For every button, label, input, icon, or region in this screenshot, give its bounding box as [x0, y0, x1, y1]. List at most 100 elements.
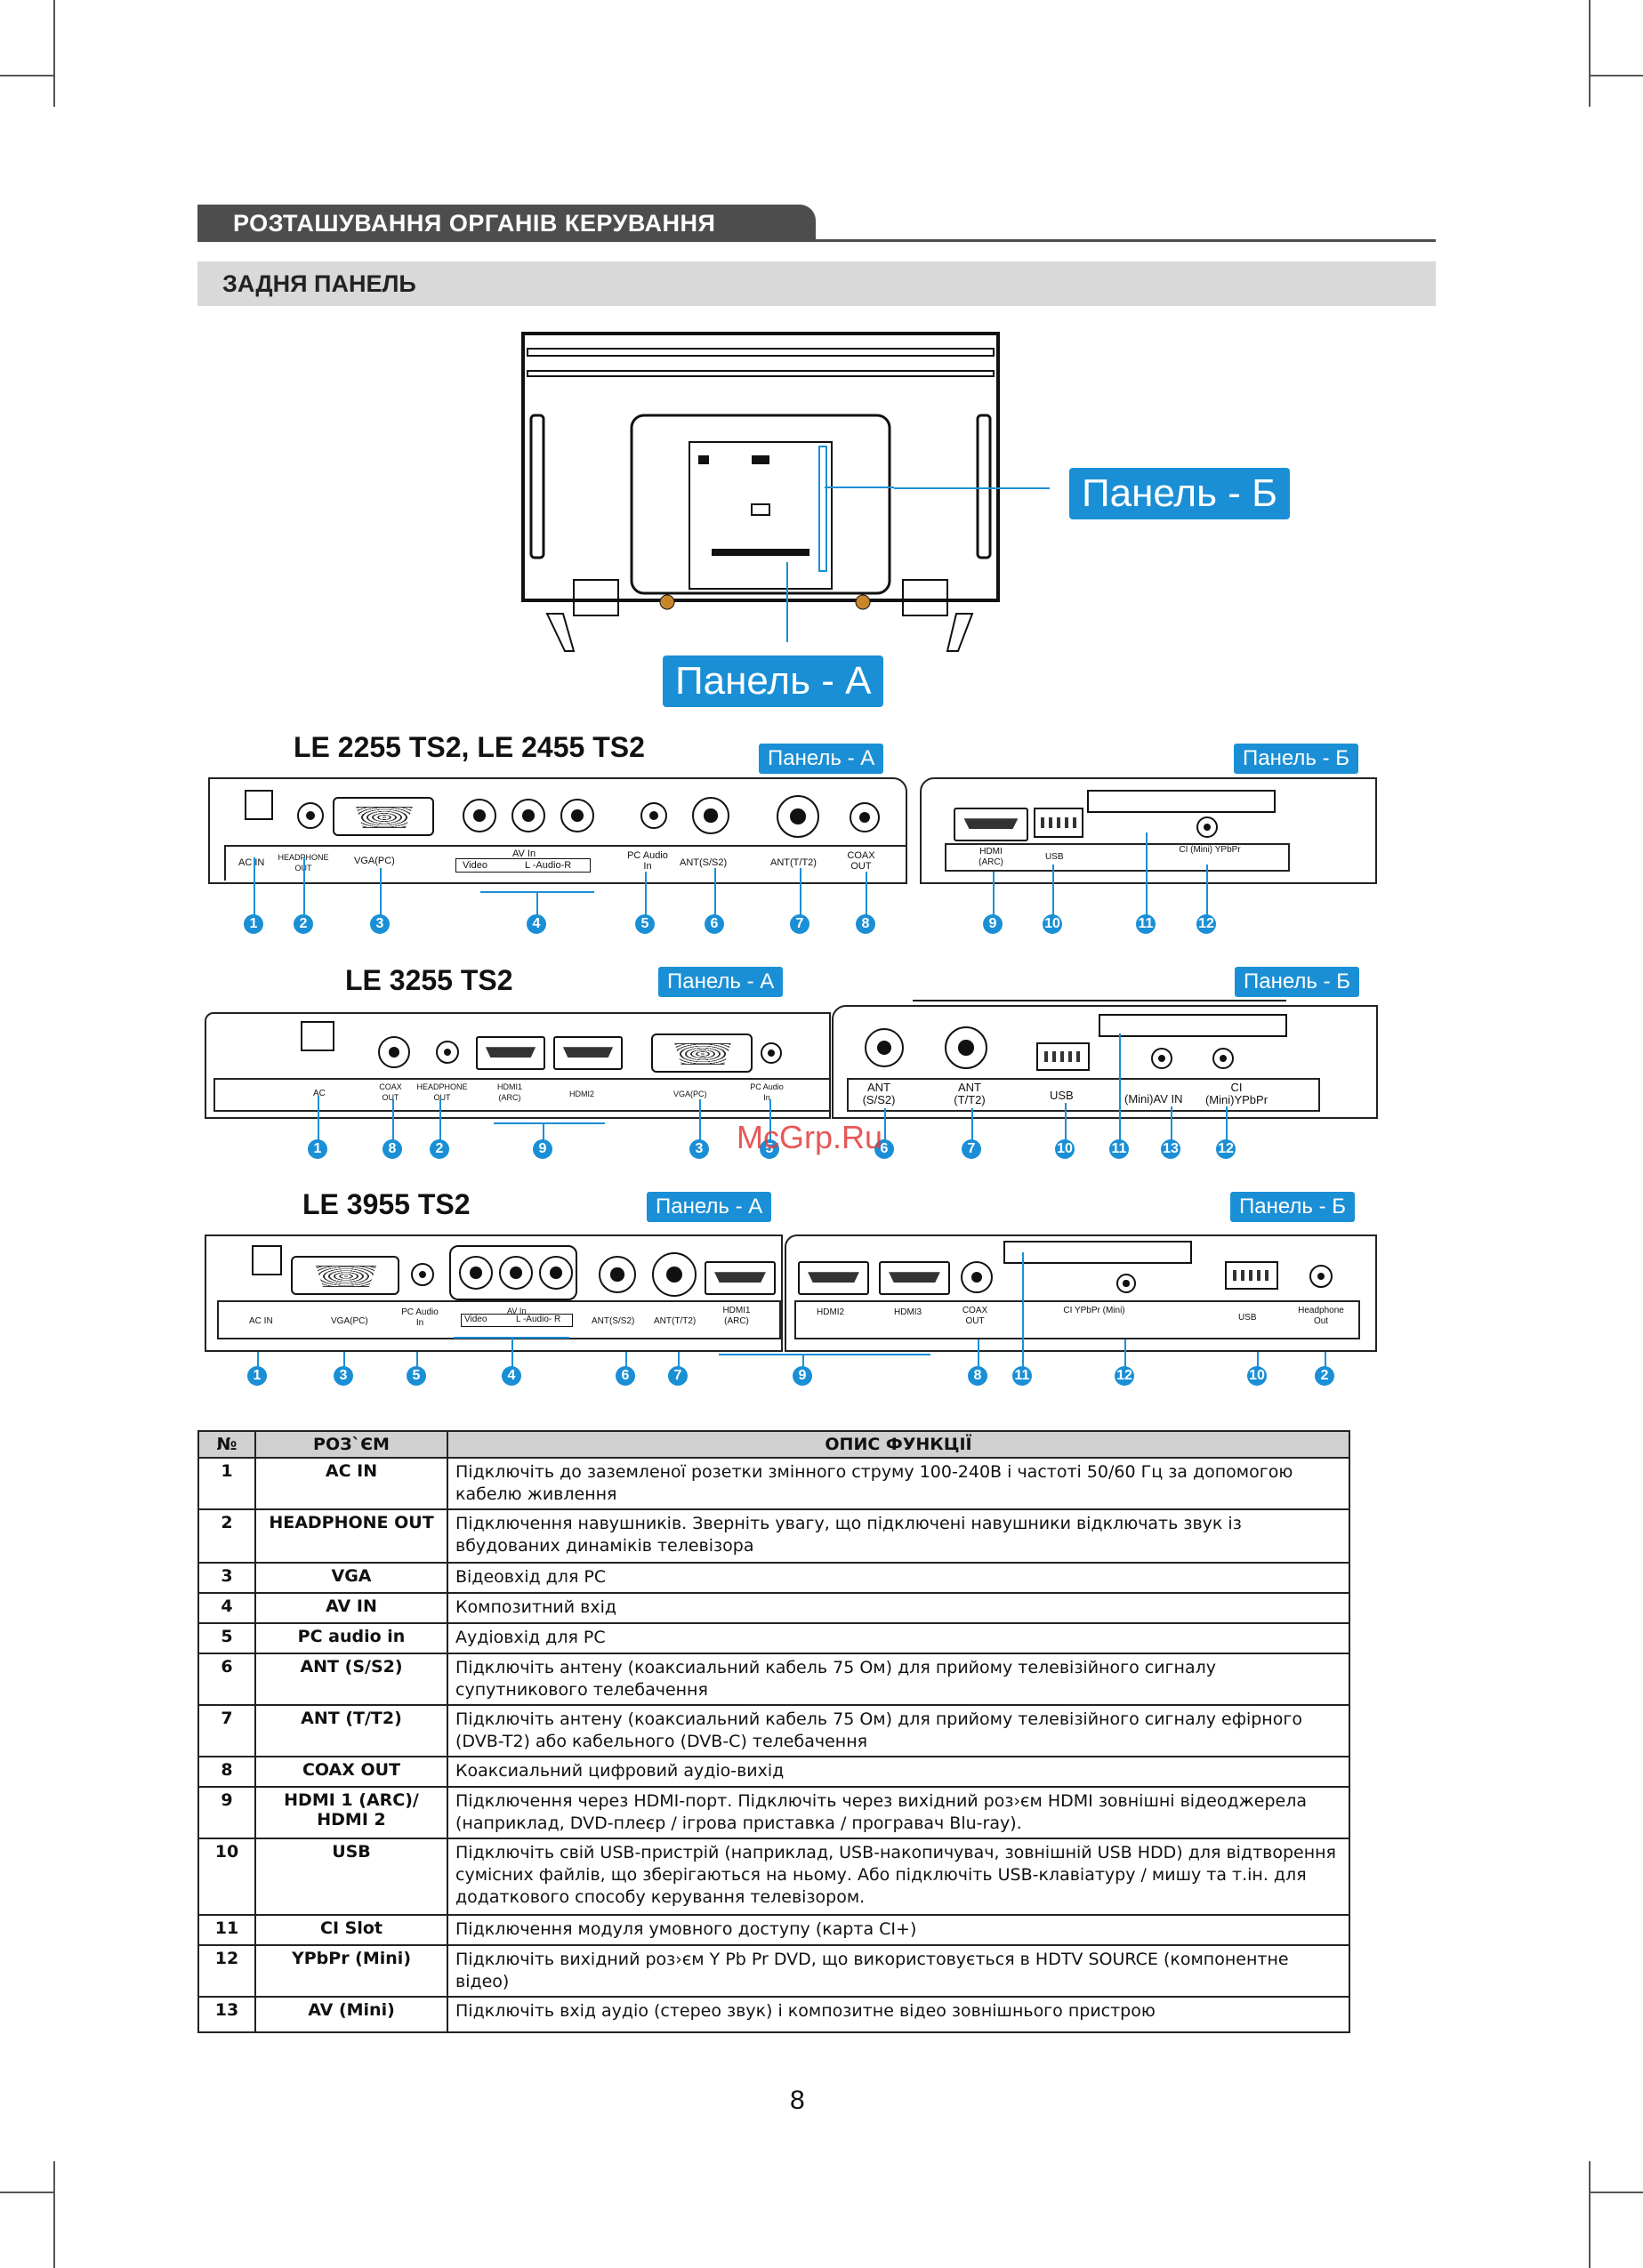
section-header: РОЗТАШУВАННЯ ОРГАНІВ КЕРУВАННЯ — [197, 205, 816, 240]
port-label: VGA(PC) — [331, 1316, 368, 1326]
row-description: Підключіть антену (коаксиальний кабель 7… — [447, 1704, 1350, 1757]
pc-audio-jack — [411, 1263, 434, 1286]
port-label: ANT (S/S2) — [862, 1081, 896, 1106]
callout-number: 6 — [874, 1139, 894, 1159]
crop-mark — [1589, 0, 1591, 107]
callout-number: 2 — [430, 1139, 449, 1159]
ci-slot — [1099, 1014, 1287, 1037]
row-number: 3 — [197, 1562, 256, 1594]
port-label: HDMI1 (ARC) — [722, 1306, 751, 1326]
leader-line — [625, 1352, 627, 1375]
coax-jack — [378, 1036, 410, 1068]
callout-number: 5 — [635, 914, 655, 934]
hdmi1-port — [705, 1261, 776, 1295]
row-description: Підключіть вхід аудіо (стерео звук) і ко… — [447, 1996, 1350, 2033]
port-label: AV In — [507, 1307, 527, 1315]
av-video-jack — [463, 799, 496, 832]
group-line — [494, 1122, 605, 1124]
panel-b-tag: Панель - Б — [1235, 967, 1359, 997]
callout-number: 1 — [308, 1139, 327, 1159]
model-title: LE 3955 TS2 — [302, 1188, 471, 1220]
row-connector: YPbPr (Mini) — [254, 1944, 448, 1998]
power-plug — [252, 1245, 282, 1275]
hdmi2-port — [553, 1036, 623, 1070]
leader-line — [1171, 1106, 1172, 1146]
av-group-box — [449, 1245, 577, 1300]
port-label: CI (Mini) YPbPr — [1179, 845, 1241, 855]
crop-mark — [53, 2161, 55, 2268]
row-number: 9 — [197, 1786, 256, 1839]
leader-line — [439, 1099, 441, 1146]
leader-line — [1257, 1352, 1259, 1375]
av-video-jack — [459, 1256, 493, 1290]
av-audio-r-jack — [560, 799, 594, 832]
port-label: AV In — [512, 848, 536, 859]
row-description: Підключення навушників. Зверніть увагу, … — [447, 1508, 1350, 1564]
vga-port — [651, 1033, 753, 1073]
leader-line — [254, 857, 255, 921]
port-label: USB — [1050, 1089, 1074, 1102]
port-label: (Mini)AV IN — [1124, 1092, 1183, 1106]
label-strip — [224, 845, 906, 881]
row-connector: ANT (T/T2) — [254, 1704, 448, 1757]
ypbpr-jack — [1196, 816, 1218, 838]
panel-b-tag: Панель - Б — [1230, 1192, 1355, 1222]
row-connector: HEADPHONE OUT — [254, 1508, 448, 1564]
panel-b-tag: Панель - Б — [1234, 744, 1358, 774]
callout-number: 11 — [1012, 1366, 1032, 1386]
callout-number: 8 — [968, 1366, 987, 1386]
port-label: PC Audio In — [627, 850, 668, 872]
panel-b-top-edge — [913, 1000, 1286, 1001]
row-connector: AC IN — [254, 1457, 448, 1510]
power-plug — [245, 790, 273, 820]
callout-number: 8 — [856, 914, 875, 934]
leader-line — [678, 1352, 680, 1375]
ant-s-jack — [865, 1028, 904, 1067]
model-title: LE 2255 TS2, LE 2455 TS2 — [294, 731, 645, 763]
label-strip — [847, 1078, 1320, 1112]
panel-a-tag: Панель - А — [647, 1192, 772, 1222]
row-description: Відеовхід для PC — [447, 1562, 1350, 1594]
row-connector: AV (Mini) — [254, 1996, 448, 2033]
callout-number: 3 — [689, 1139, 709, 1159]
leader-line — [257, 1352, 259, 1375]
port-label: ANT(S/S2) — [592, 1316, 635, 1326]
row-description: Аудіовхід для PC — [447, 1622, 1350, 1654]
port-label: VGA(PC) — [354, 856, 395, 866]
vga-port — [291, 1256, 399, 1295]
panel-a-tag: Панель - А — [759, 744, 884, 774]
leader-line — [303, 857, 305, 921]
leader-line — [416, 1352, 418, 1375]
leader-line — [1119, 1033, 1121, 1146]
row-connector: ANT (S/S2) — [254, 1653, 448, 1706]
callout-number: 2 — [294, 914, 313, 934]
row-number: 6 — [197, 1653, 256, 1706]
leader-line — [1065, 1103, 1067, 1146]
port-label: HEADPHONE OUT — [416, 1082, 468, 1102]
port-label: HDMI3 — [894, 1307, 922, 1317]
callout-number: 1 — [244, 914, 263, 934]
label-strip — [945, 843, 1290, 872]
ant-s-jack — [599, 1256, 636, 1293]
leader-line — [392, 1099, 394, 1146]
callout-number: 8 — [383, 1139, 402, 1159]
row-connector: PC audio in — [254, 1622, 448, 1654]
usb-port — [1034, 808, 1083, 838]
callout-number: 10 — [1247, 1366, 1267, 1386]
port-label: CI (Mini)YPbPr — [1204, 1081, 1268, 1106]
port-label: ANT(T/T2) — [770, 857, 817, 868]
row-description: Підключіть вихідний роз›єм Y Pb Pr DVD, … — [447, 1944, 1350, 1998]
model-title: LE 3255 TS2 — [345, 964, 513, 996]
table-header-row: № РОЗ`ЄМ ОПИС ФУНКЦІЇ — [197, 1430, 1350, 1459]
hdmi1-port — [476, 1036, 545, 1070]
crop-mark — [1591, 75, 1643, 76]
leader-line — [1124, 1339, 1126, 1375]
leader-line — [380, 868, 382, 921]
